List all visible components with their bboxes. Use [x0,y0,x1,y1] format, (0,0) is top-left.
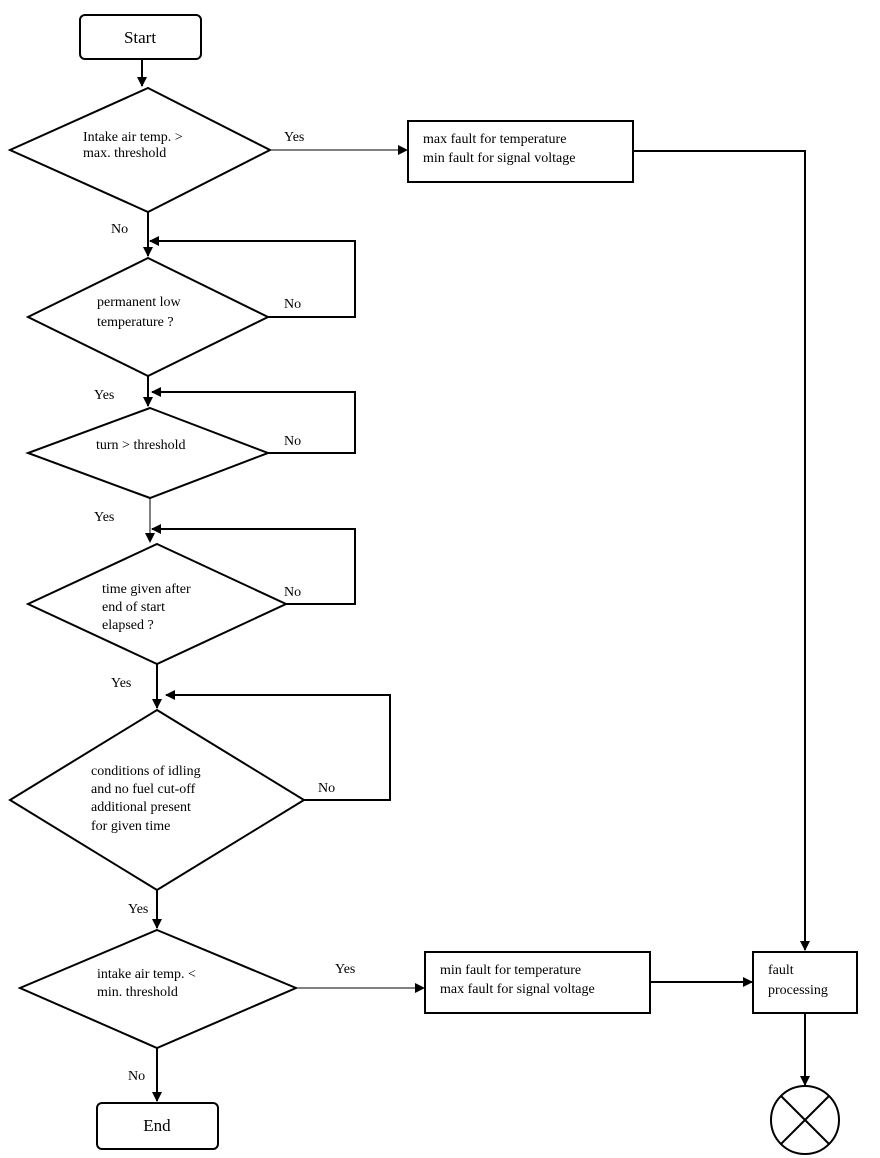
decision-permanent-low-line2: temperature ? [97,315,174,330]
terminator-x-line-2 [780,1095,830,1145]
start-label: Start [124,28,156,47]
max-fault-line1: max fault for temperature [423,132,566,147]
d4-yes-label: Yes [111,676,131,691]
d1-no-label: No [111,222,128,237]
d3-no-label: No [284,434,301,449]
d2-yes-label: Yes [94,388,114,403]
decision-intake-high-line1: Intake air temp. > [83,130,183,145]
start-terminal [79,14,202,60]
loop-d3-no [151,387,356,454]
decision-idle-line1: conditions of idling [91,764,201,779]
decision-intake-low-line2: min. threshold [97,985,178,1000]
min-fault-line1: min fault for temperature [440,963,581,978]
d6-no-label: No [128,1069,145,1084]
d2-no-label: No [284,297,301,312]
max-fault-box [407,120,634,183]
min-fault-line2: max fault for signal voltage [440,982,595,997]
max-fault-line2: min fault for signal voltage [423,151,575,166]
d3-yes-label: Yes [94,510,114,525]
decision-time-line2: end of start [102,600,165,615]
decision-turn-line1: turn > threshold [96,438,186,453]
decision-idle-line3: additional present [91,800,191,815]
d5-yes-label: Yes [128,902,148,917]
connector-max-fault-to-processing [633,150,810,951]
decision-permanent-low-line1: permanent low [97,295,181,310]
loop-d2-no [149,236,356,318]
decision-intake-high-line2: max. threshold [83,146,166,161]
d6-yes-label: Yes [335,962,355,977]
decision-turn [25,406,271,500]
decision-time-line1: time given after [102,582,191,597]
decision-idle-line2: and no fuel cut-off [91,782,196,797]
end-label: End [143,1116,171,1135]
fault-processing-line1: fault [768,963,794,978]
d5-no-label: No [318,781,335,796]
decision-intake-low-line1: intake air temp. < [97,967,196,982]
fault-processing-line2: processing [768,983,828,998]
loop-d5-no [165,690,391,801]
loop-d4-no [151,524,356,605]
end-terminal [96,1102,219,1150]
decision-time-line3: elapsed ? [102,618,154,633]
d4-no-label: No [284,585,301,600]
decision-idle-line4: for given time [91,819,170,834]
d1-yes-label: Yes [284,130,304,145]
